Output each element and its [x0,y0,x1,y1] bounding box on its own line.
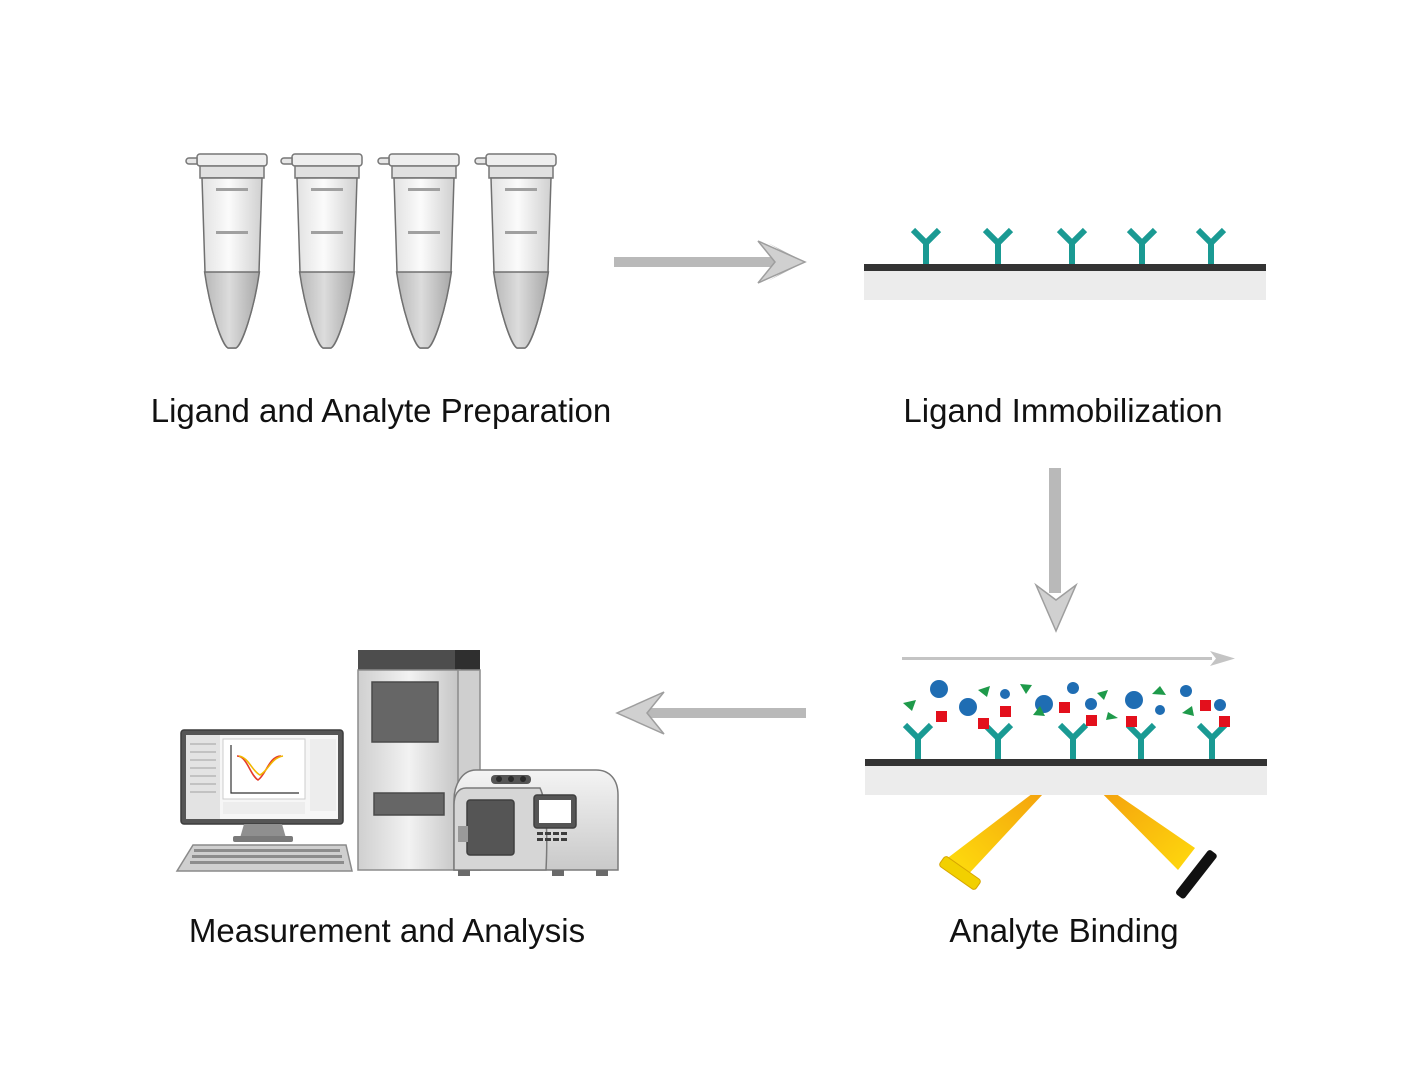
antibody-icon [913,230,939,264]
analytes [903,680,1230,729]
tube-icon [185,153,268,349]
antibody-icon [905,725,931,759]
sensor-surface-immobilized [864,230,1266,300]
antibody-icon [1198,230,1224,264]
light-source-icon [939,856,981,890]
step-label-binding: Analyte Binding [949,912,1179,949]
antibody-icon [1129,230,1155,264]
tubes-group [185,153,557,349]
antibody-icon [1128,725,1154,759]
antibody-icon [1060,725,1086,759]
arrow-down-icon [1034,468,1078,633]
antibody-icon [985,725,1011,759]
computer-icon [175,729,353,872]
antibody-icon [985,230,1011,264]
instrument-icon [453,769,619,876]
antibody-icon [1199,725,1225,759]
detector-icon [1176,850,1217,899]
analyte-binding-scene [865,651,1267,899]
arrow-left-icon [615,691,806,735]
tube-icon [280,153,363,349]
step-label-analysis: Measurement and Analysis [188,912,586,949]
flow-arrow-icon [902,651,1235,666]
antibody-icon [1059,230,1085,264]
step-label-preparation: Ligand and Analyte Preparation [150,392,612,429]
tube-icon [474,153,557,349]
tube-icon [377,153,460,349]
arrow-right-icon [614,240,807,284]
step-label-immobilization: Ligand Immobilization [903,392,1223,429]
